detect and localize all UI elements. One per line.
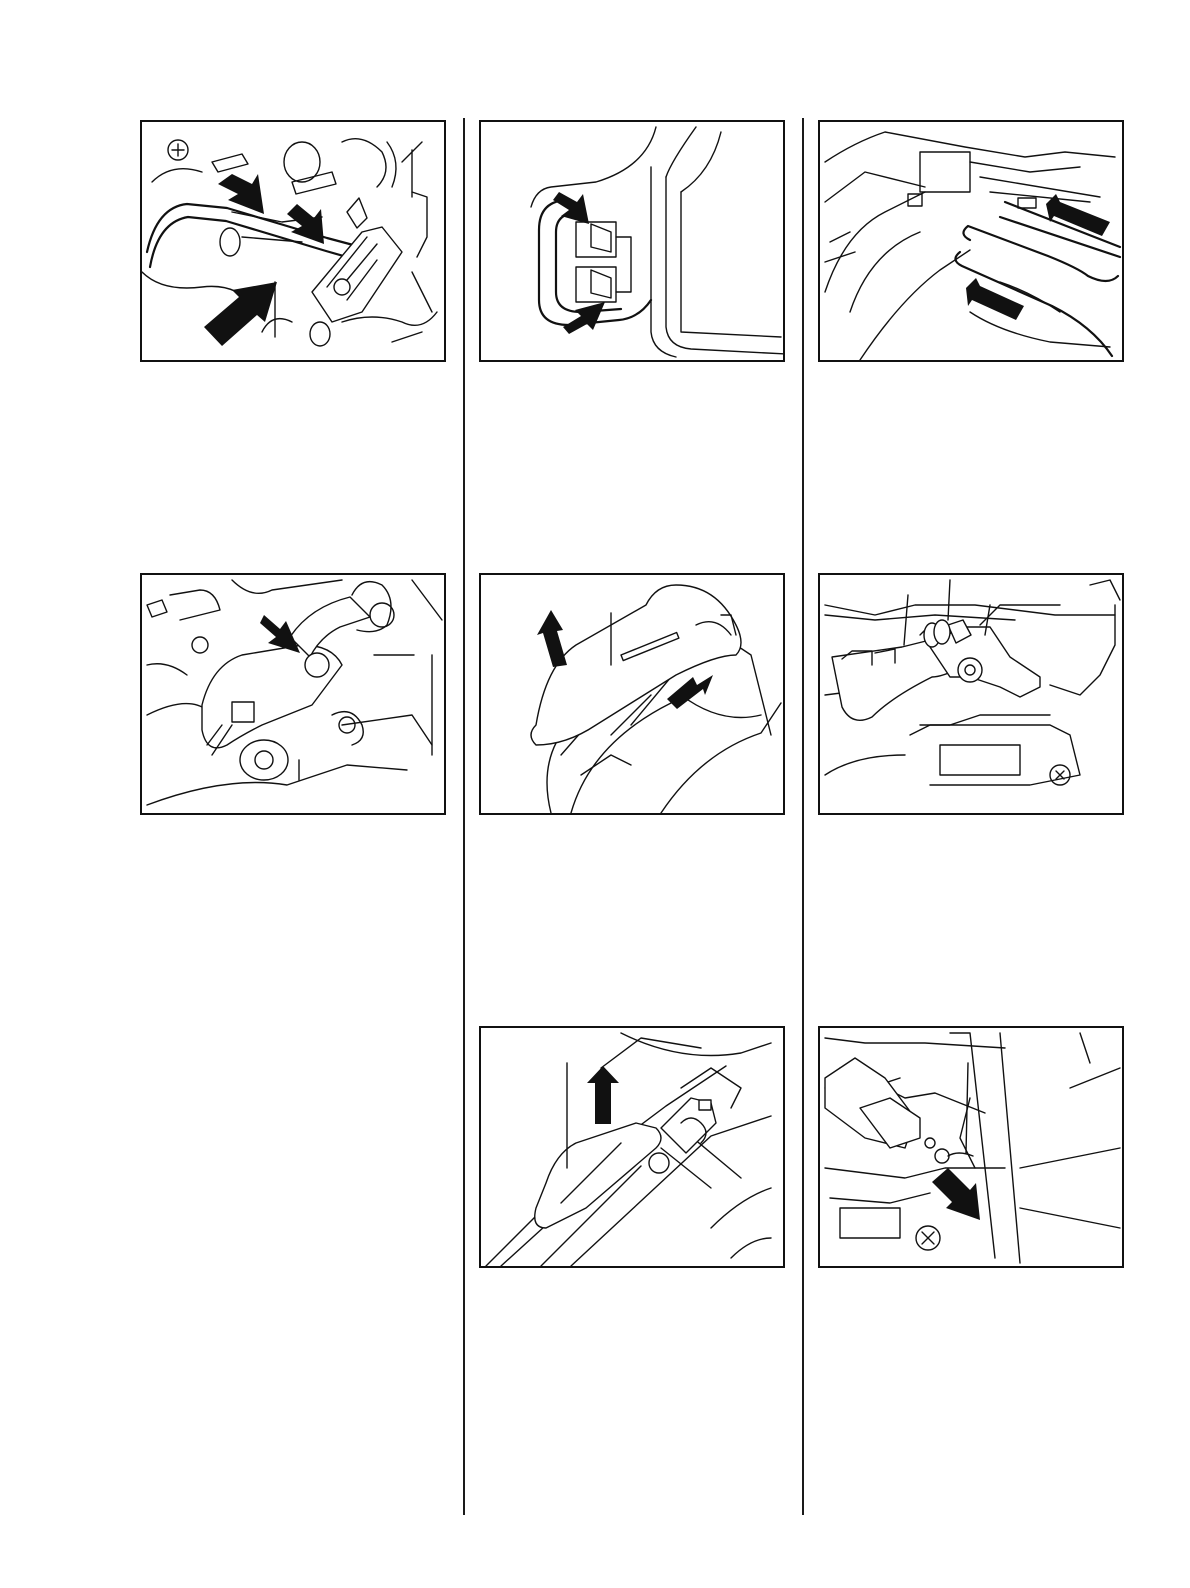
column-divider-right <box>802 118 804 1515</box>
figure-throttle-rod-clip <box>140 120 446 362</box>
figure-trigger-spring <box>140 573 446 815</box>
illustration-handle-catches <box>481 122 783 360</box>
column-divider-left <box>463 118 465 1515</box>
illustration-throttle-cable-nipple <box>820 1028 1122 1266</box>
illustration-throttle-trigger-assembly <box>820 575 1122 813</box>
figure-throttle-trigger-assembly <box>818 573 1124 815</box>
illustration-trigger-spring <box>142 575 444 813</box>
illustration-throttle-rod-clip <box>142 122 444 360</box>
figure-trigger-lift-out <box>479 1026 785 1268</box>
illustration-trigger-lift-out <box>481 1028 783 1266</box>
figure-throttle-cable-nipple <box>818 1026 1124 1268</box>
figure-handle-catches <box>479 120 785 362</box>
illustration-handle-cover-removal <box>481 575 783 813</box>
figure-screwdriver-release <box>818 120 1124 362</box>
figure-handle-cover-removal <box>479 573 785 815</box>
illustration-screwdriver-release <box>820 122 1122 360</box>
